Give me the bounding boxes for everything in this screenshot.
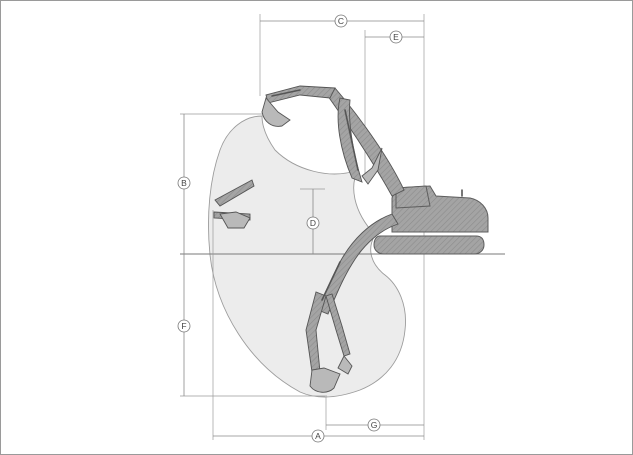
- label-a: A: [311, 429, 325, 443]
- label-b-text: B: [181, 178, 187, 188]
- label-f-text: F: [181, 321, 186, 331]
- excavator-tracks: [373, 235, 485, 255]
- label-c: C: [334, 14, 348, 28]
- boom-position-extended-left: [213, 179, 255, 229]
- label-d: D: [306, 216, 320, 230]
- label-e-text: E: [393, 32, 399, 42]
- label-f: F: [177, 319, 191, 333]
- excavator-machine: [373, 185, 489, 255]
- working-range-envelope: [208, 115, 406, 398]
- boom-position-mid-deep: [325, 293, 353, 375]
- label-e: E: [389, 30, 403, 44]
- label-d-text: D: [310, 218, 316, 228]
- label-a-text: A: [315, 431, 321, 441]
- boom-position-deep: [305, 213, 399, 393]
- label-b: B: [177, 176, 191, 190]
- label-c-text: C: [338, 16, 344, 26]
- excavator-cab: [395, 185, 431, 209]
- label-g: G: [367, 418, 381, 432]
- boom-position-folded: [337, 97, 383, 185]
- label-g-text: G: [371, 420, 378, 430]
